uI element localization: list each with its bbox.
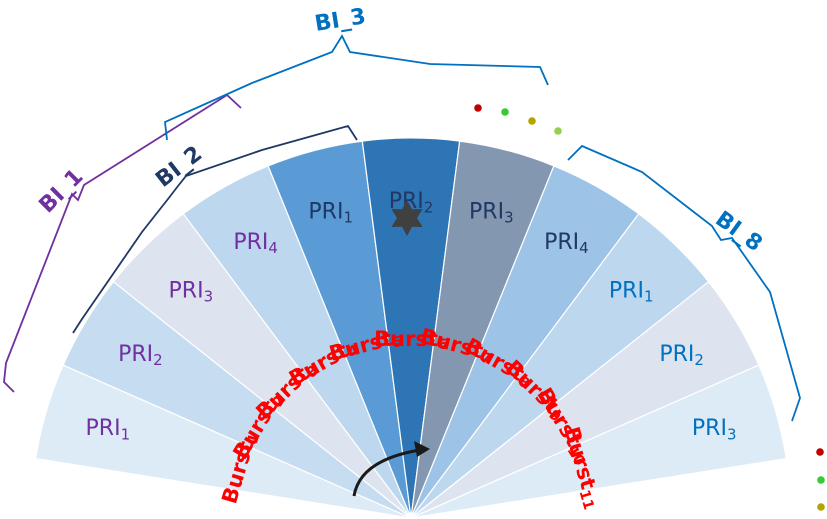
pri-label-11-text: PRI: [692, 416, 727, 441]
pri-label-11-subscript: 3: [727, 425, 737, 443]
pri-label-7: PRI3: [469, 199, 514, 226]
burst-label-7-subscript: 7: [479, 350, 493, 368]
star-target-icon: [391, 200, 423, 236]
burst-label-6: Burst6: [374, 327, 448, 353]
burst-label-6-subscript: 6: [438, 337, 448, 353]
dot-green-top: [501, 108, 509, 116]
dot-green-bottom: [817, 476, 825, 484]
pri-label-9-text: PRI: [609, 278, 644, 303]
pri-label-2-subscript: 2: [153, 351, 163, 369]
sector-fan: [35, 137, 787, 519]
pri-label-5: PRI1: [308, 199, 353, 226]
pri-label-10-text: PRI: [659, 342, 694, 367]
pri-labels: PRI1PRI2PRI3PRI4PRI1PRI2PRI3PRI4PRI1PRI2…: [86, 189, 737, 443]
pri-label-9: PRI1: [609, 278, 654, 305]
burst-label-11-subscript: 11: [576, 488, 597, 512]
rotation-arrow-icon: [352, 441, 430, 497]
pri-label-4-subscript: 4: [268, 239, 278, 257]
dot-olive-top: [528, 117, 536, 125]
pri-label-9-subscript: 1: [644, 287, 654, 305]
pri-label-2: PRI2: [118, 342, 163, 369]
burst-label-5-subscript: 5: [391, 334, 405, 352]
bi3-brace: [164, 34, 549, 141]
pri-label-10-subscript: 2: [694, 351, 704, 369]
burst-label-6-text: Burst: [374, 327, 438, 351]
bi3-label: BI_3: [313, 4, 368, 37]
pri-label-1-subscript: 1: [121, 425, 131, 443]
pri-label-1-text: PRI: [86, 416, 121, 441]
pri-label-5-subscript: 1: [343, 208, 353, 226]
pri-label-3-text: PRI: [169, 278, 204, 303]
pri-label-7-text: PRI: [469, 199, 504, 224]
bi1-brace: [3, 93, 242, 393]
pri-label-3-subscript: 3: [204, 287, 214, 305]
pri-label-8-subscript: 4: [579, 239, 589, 257]
dot-red-bottom: [816, 448, 824, 456]
pri-label-4: PRI4: [233, 230, 278, 257]
pri-label-8: PRI4: [544, 230, 589, 257]
pri-label-4-text: PRI: [233, 230, 268, 255]
bi1-label: BI_1: [35, 164, 89, 218]
dot-olive-bottom: [817, 503, 825, 511]
pri-label-1: PRI1: [86, 416, 131, 443]
pri-label-3: PRI3: [169, 278, 214, 305]
pri-label-6-subscript: 2: [424, 198, 434, 216]
dot-lime-top: [554, 127, 562, 135]
pri-label-2-text: PRI: [118, 342, 153, 367]
bi8-brace: [567, 144, 801, 422]
burst-label-1-subscript: 1: [245, 432, 263, 446]
pri-label-8-text: PRI: [544, 230, 579, 255]
bi2-brace: [72, 124, 358, 334]
bi8-label: BI_8: [710, 207, 766, 257]
pri-label-10: PRI2: [659, 342, 704, 369]
dot-red-top: [474, 104, 482, 112]
pri-label-7-subscript: 3: [504, 208, 514, 226]
sector-11: [410, 364, 787, 519]
pri-label-11: PRI3: [692, 416, 737, 443]
pri-label-5-text: PRI: [308, 199, 343, 224]
